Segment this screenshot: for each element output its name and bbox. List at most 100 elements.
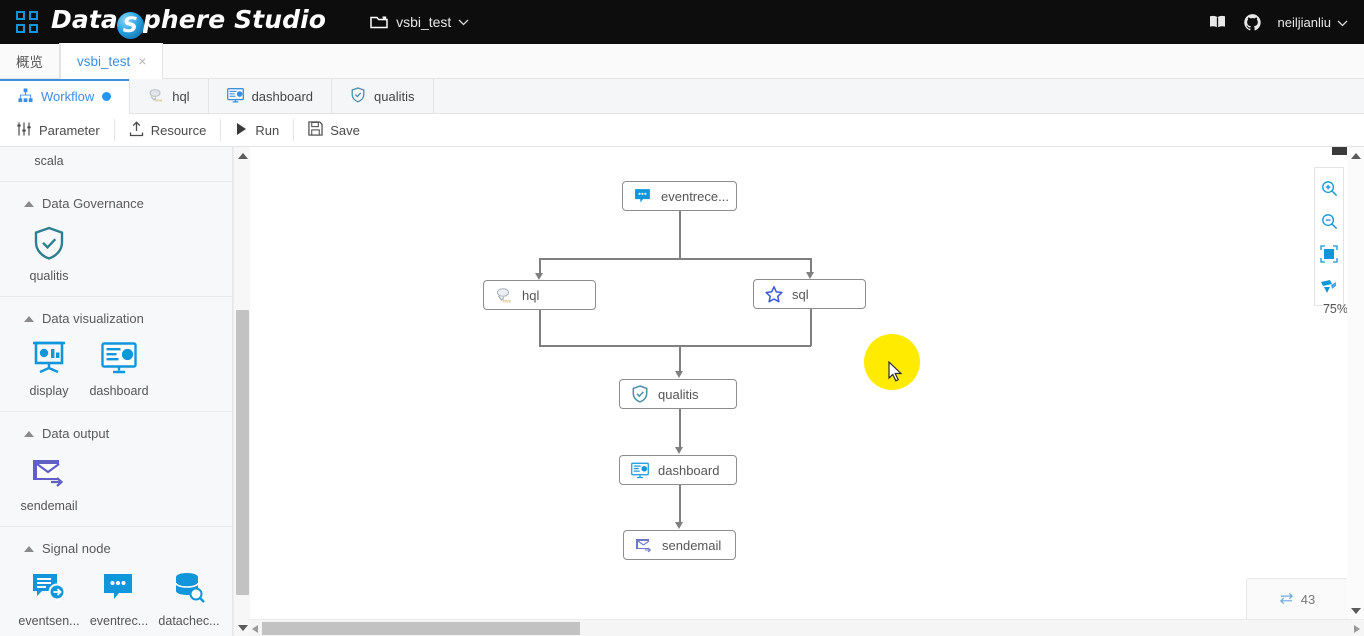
database-search-icon xyxy=(170,569,208,607)
node-label: sql xyxy=(792,286,809,302)
node-hql[interactable]: hive hql xyxy=(483,280,596,310)
canvas-vertical-scrollbar[interactable] xyxy=(1347,147,1364,619)
palette-item-label: scala xyxy=(34,154,64,168)
run-button[interactable]: Run xyxy=(221,119,295,141)
scroll-up-arrow-icon[interactable] xyxy=(234,147,251,164)
event-receive-icon xyxy=(634,187,652,205)
node-dashboard[interactable]: dashboard xyxy=(619,455,737,485)
canvas-zoom-toolbar xyxy=(1314,167,1344,306)
tab-hql[interactable]: hive hql xyxy=(130,79,209,114)
node-sendemail[interactable]: sendemail xyxy=(623,530,736,560)
format-brush-icon[interactable] xyxy=(1319,277,1339,297)
save-button[interactable]: Save xyxy=(294,119,374,141)
play-icon xyxy=(235,122,248,139)
arrow-to-sql xyxy=(806,272,814,279)
palette-group-signal-node: Signal node eventsen... xyxy=(0,527,232,636)
workflow-canvas[interactable]: eventrece... hive hql sql xyxy=(250,147,1364,636)
arrow-to-hql xyxy=(535,273,543,280)
tab-qualitis-label: qualitis xyxy=(374,89,415,104)
sidebar-scrollbar[interactable] xyxy=(233,147,250,636)
scroll-right-arrow-icon[interactable] xyxy=(1350,620,1364,636)
tab-workflow-label: Workflow xyxy=(41,89,95,104)
shield-check-icon xyxy=(350,87,366,106)
sliders-icon xyxy=(16,121,32,140)
canvas-horizontal-scrollbar[interactable] xyxy=(248,619,1364,636)
unsaved-dot-badge xyxy=(102,92,112,101)
user-menu[interactable]: neiljianliu xyxy=(1278,15,1348,30)
arrow-to-dashboard xyxy=(675,447,683,454)
palette-item-dashboard[interactable]: dashboard xyxy=(84,335,154,398)
palette-item-label: sendemail xyxy=(20,499,78,513)
hive-icon: hive xyxy=(148,87,164,106)
palette-item-sendemail[interactable]: sendemail xyxy=(14,450,84,513)
palette-group-data-visualization: Data visualization xyxy=(0,297,232,412)
canvas-hscrollbar-thumb[interactable] xyxy=(262,622,580,635)
edge-merge-to-qualitis xyxy=(679,345,681,372)
resource-button[interactable]: Resource xyxy=(115,119,222,141)
palette-group-header[interactable]: Data output xyxy=(0,412,232,450)
event-receive-icon xyxy=(100,569,138,607)
caret-up-icon xyxy=(24,315,34,322)
run-label: Run xyxy=(255,122,280,138)
svg-text:hive: hive xyxy=(155,98,163,103)
parameter-button[interactable]: Parameter xyxy=(0,119,115,141)
zoom-in-icon[interactable] xyxy=(1319,178,1339,198)
close-icon[interactable]: × xyxy=(138,53,147,69)
tab-qualitis[interactable]: qualitis xyxy=(332,79,434,114)
node-sql[interactable]: sql xyxy=(753,279,866,309)
palette-item-label: dashboard xyxy=(89,384,149,398)
edge-fanout-horizontal xyxy=(539,258,811,260)
presentation-chart-icon xyxy=(30,339,68,377)
canvas-scroll-down-arrow-icon[interactable] xyxy=(1347,602,1364,619)
edge-eventreceiver-fanout xyxy=(679,211,681,259)
palette-item-qualitis[interactable]: qualitis xyxy=(14,220,84,283)
palette-item-scala[interactable]: scala xyxy=(14,147,84,168)
tab-dashboard[interactable]: dashboard xyxy=(209,79,333,114)
edge-to-hql xyxy=(539,258,541,275)
chevron-down-icon xyxy=(458,19,469,26)
chevron-down-icon xyxy=(1337,15,1348,30)
palette-item-eventsender[interactable]: eventsen... xyxy=(14,565,84,628)
hive-icon: hive xyxy=(495,286,513,304)
dashboard-icon xyxy=(226,87,244,106)
palette-item-datacheck[interactable]: datachec... xyxy=(154,565,224,628)
palette-group-header[interactable]: Data visualization xyxy=(0,297,232,335)
workflow-sub-tab-bar: Workflow hive hql xyxy=(0,79,1364,114)
palette-group-title: Data visualization xyxy=(42,311,144,326)
dashboard-icon xyxy=(631,461,649,479)
scroll-down-arrow-icon[interactable] xyxy=(234,619,251,636)
palette-item-label: eventsen... xyxy=(18,614,80,628)
tab-vsbi-test[interactable]: vsbi_test × xyxy=(60,43,164,79)
zoom-out-icon[interactable] xyxy=(1319,211,1339,231)
node-qualitis[interactable]: qualitis xyxy=(619,379,737,409)
node-eventreceiver[interactable]: eventrece... xyxy=(622,181,737,211)
tab-workflow[interactable]: Workflow xyxy=(0,79,131,114)
edge-dashboard-to-sendemail xyxy=(679,485,681,522)
grid-2x2-icon[interactable] xyxy=(16,11,38,33)
canvas-scroll-up-arrow-icon[interactable] xyxy=(1347,147,1364,164)
shield-check-icon xyxy=(631,385,649,403)
node-count-badge: 43 xyxy=(1246,578,1348,620)
palette-group-header[interactable]: Signal node xyxy=(0,527,232,565)
project-selector[interactable]: vsbi_test xyxy=(370,14,469,30)
brand-s-ball: S xyxy=(116,12,144,39)
palette-item-label: datachec... xyxy=(158,614,220,628)
arrow-to-sendemail xyxy=(675,522,683,529)
spark-star-icon xyxy=(765,285,783,303)
scroll-left-arrow-icon[interactable] xyxy=(248,620,262,636)
fit-screen-icon[interactable] xyxy=(1319,244,1339,264)
caret-up-icon xyxy=(24,545,34,552)
palette-item-display[interactable]: display xyxy=(14,335,84,398)
node-label: qualitis xyxy=(658,386,699,402)
palette-group-header[interactable]: Data Governance xyxy=(0,182,232,220)
sidebar-scrollbar-thumb[interactable] xyxy=(236,310,249,595)
tab-overview[interactable]: 概览 xyxy=(0,43,60,78)
github-icon[interactable] xyxy=(1243,13,1262,32)
svg-text:hive: hive xyxy=(503,299,512,304)
palette-item-eventreceiver[interactable]: eventrec... xyxy=(84,565,154,628)
palette-item-label: qualitis xyxy=(29,269,69,283)
caret-up-icon xyxy=(24,430,34,437)
book-icon[interactable] xyxy=(1208,14,1227,30)
